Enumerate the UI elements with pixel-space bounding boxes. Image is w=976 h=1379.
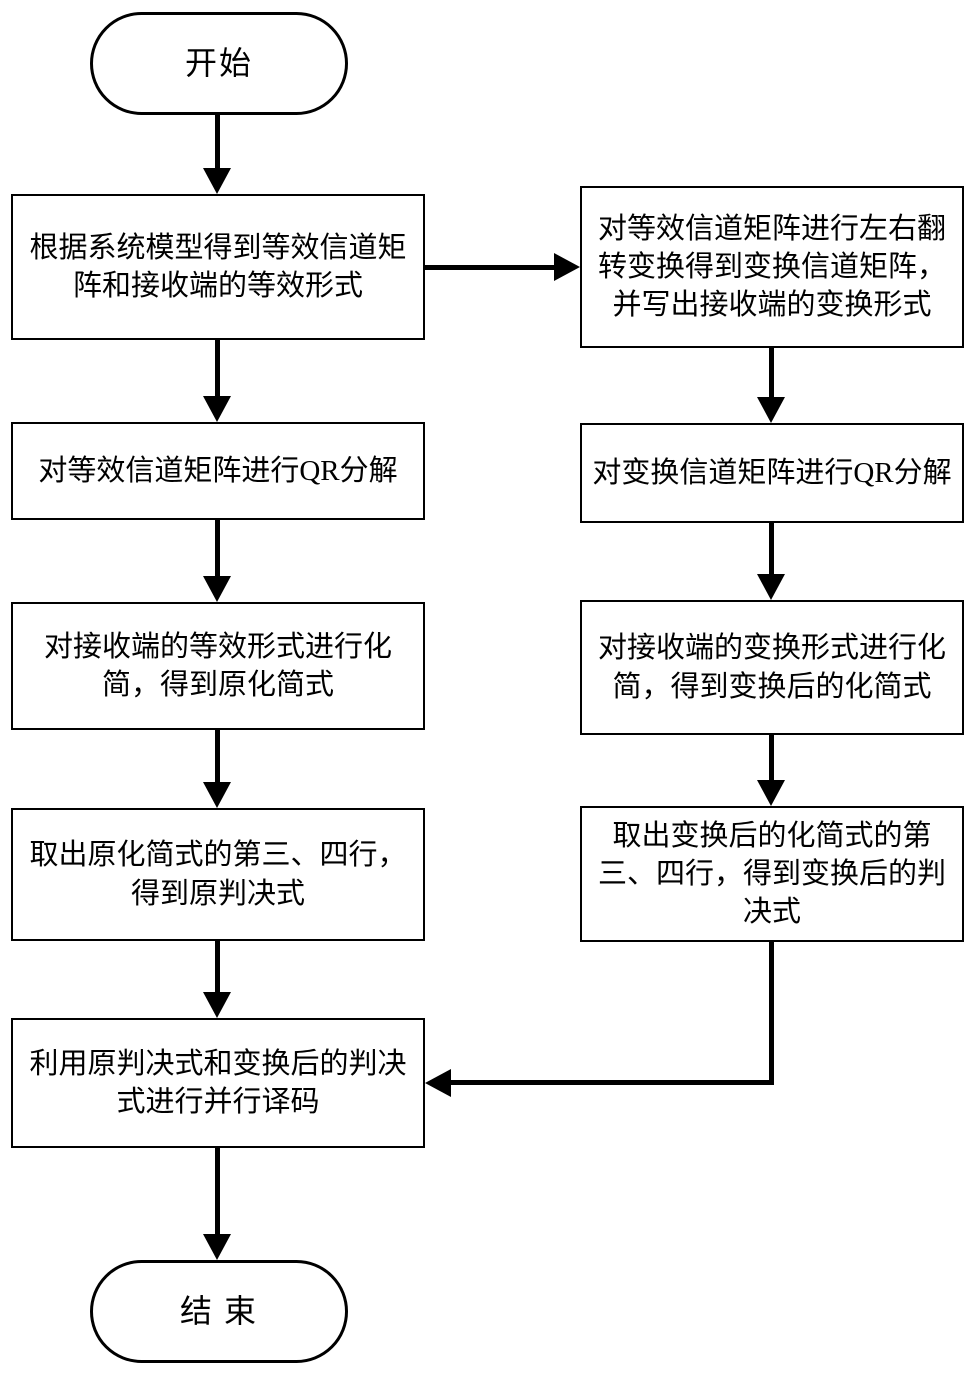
node-qr-decompose-equivalent: 对等效信道矩阵进行QR分解 (11, 422, 425, 520)
edge-l1-l2-line (215, 340, 220, 396)
node-parallel-decoding: 利用原判决式和变换后的判决 式进行并行译码 (11, 1018, 425, 1148)
node-simplify-equivalent-form: 对接收端的等效形式进行化 简，得到原化简式 (11, 602, 425, 730)
edge-l4-l5-line (215, 941, 220, 992)
edge-r1-r2-arrowhead-icon (757, 397, 785, 423)
node-start-terminal: 开始 (90, 12, 348, 115)
node-simplify-transformed-form: 对接收端的变换形式进行化 简，得到变换后的化简式 (580, 600, 964, 735)
edge-l2-l3-line (215, 520, 220, 576)
edge-r4-l5-arrowhead-icon (425, 1069, 451, 1097)
node-extract-original-decision: 取出原化简式的第三、四行， 得到原判决式 (11, 808, 425, 941)
edge-r3-r4-line (769, 735, 774, 780)
edge-r4-l5-vertical-line (769, 942, 774, 1085)
edge-r3-r4-arrowhead-icon (757, 780, 785, 806)
edge-l1-r1-line (425, 265, 555, 270)
node-end-terminal: 结 束 (90, 1260, 348, 1363)
edge-l5-end-line (215, 1148, 220, 1234)
edge-l5-end-arrowhead-icon (203, 1234, 231, 1260)
edge-l2-l3-arrowhead-icon (203, 576, 231, 602)
node-system-model-equivalent-channel: 根据系统模型得到等效信道矩 阵和接收端的等效形式 (11, 194, 425, 340)
edge-l4-l5-arrowhead-icon (203, 992, 231, 1018)
edge-r4-l5-horizontal-line (451, 1080, 774, 1085)
edge-r1-r2-line (769, 348, 774, 397)
edge-start-l1-arrowhead-icon (203, 168, 231, 194)
edge-l3-l4-arrowhead-icon (203, 782, 231, 808)
edge-l1-r1-arrowhead-icon (554, 253, 580, 281)
edge-l3-l4-line (215, 730, 220, 782)
edge-start-l1-line (215, 115, 220, 168)
edge-l1-l2-arrowhead-icon (203, 396, 231, 422)
edge-r2-r3-line (769, 523, 774, 574)
edge-r2-r3-arrowhead-icon (757, 574, 785, 600)
node-flip-transform-channel: 对等效信道矩阵进行左右翻 转变换得到变换信道矩阵， 并写出接收端的变换形式 (580, 186, 964, 348)
node-extract-transformed-decision: 取出变换后的化简式的第 三、四行，得到变换后的判 决式 (580, 806, 964, 942)
node-qr-decompose-transformed: 对变换信道矩阵进行QR分解 (580, 423, 964, 523)
